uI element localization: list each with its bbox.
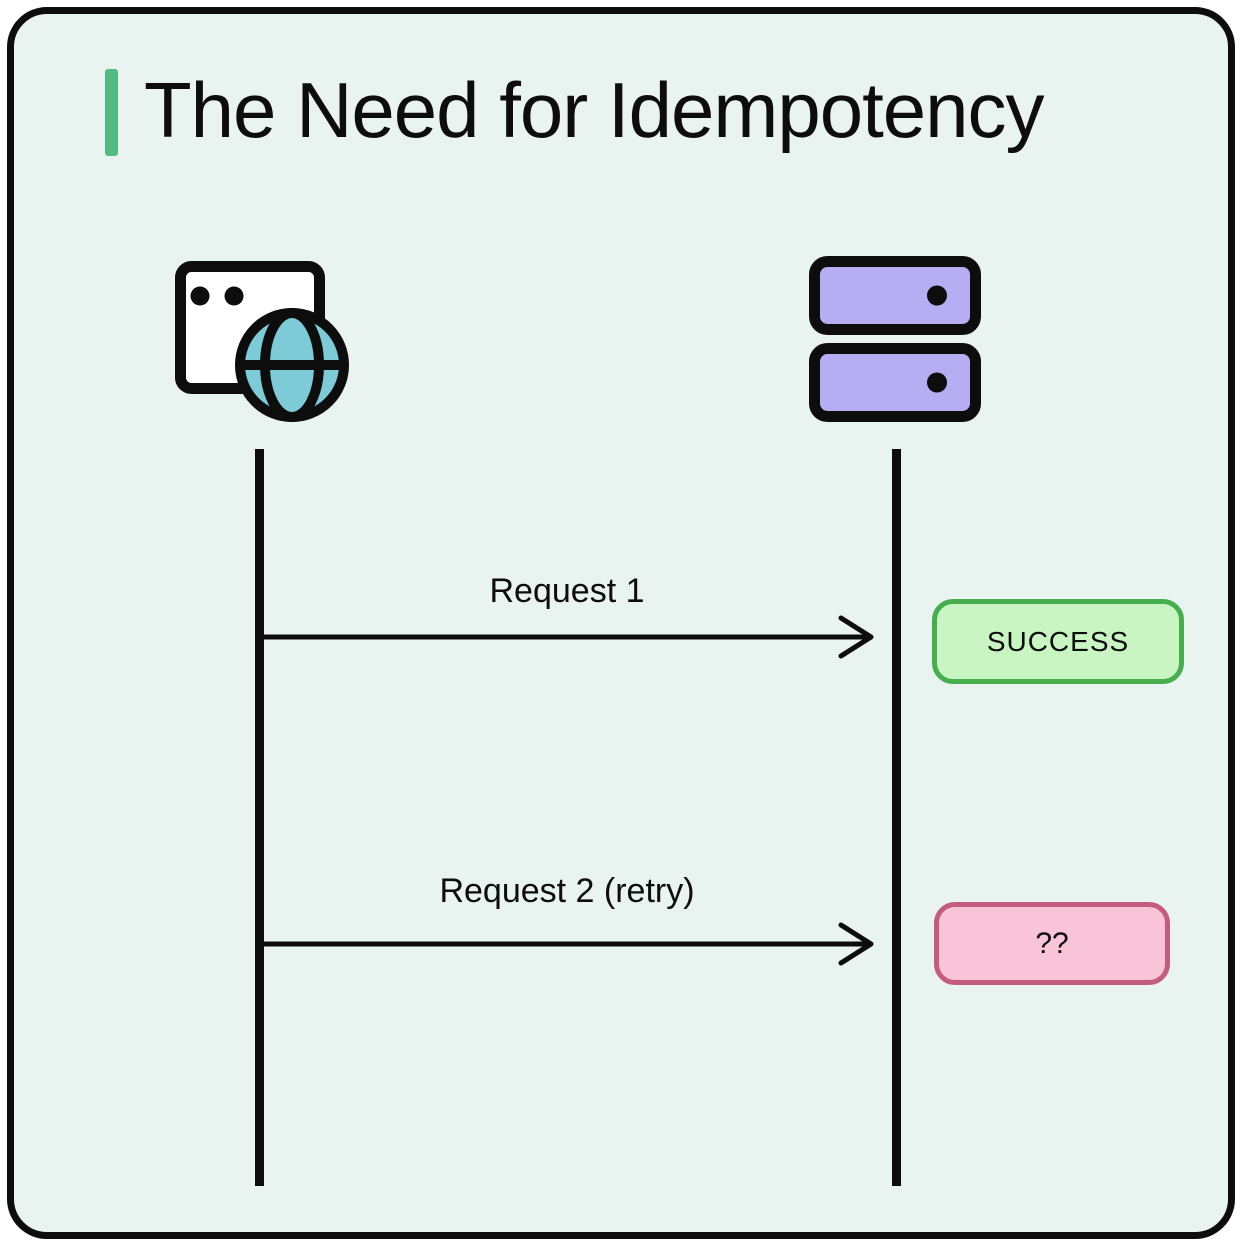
request-1-arrow xyxy=(259,615,874,659)
client-lifeline xyxy=(255,449,264,1186)
request-2-label: Request 2 (retry) xyxy=(439,872,695,910)
server-stack-icon xyxy=(809,256,981,422)
server-lifeline xyxy=(892,449,901,1186)
page-title: The Need for Idempotency xyxy=(144,66,1045,154)
success-badge: SUCCESS xyxy=(932,599,1184,684)
diagram-panel: The Need for Idempotency Request 1 SUCCE… xyxy=(7,7,1235,1239)
unknown-result-badge: ?? xyxy=(934,902,1170,985)
success-badge-label: SUCCESS xyxy=(986,625,1130,657)
unknown-result-badge-label: ?? xyxy=(1035,926,1069,960)
title-accent-bar xyxy=(105,69,118,156)
request-2-arrow xyxy=(259,922,874,966)
browser-globe-icon xyxy=(175,261,349,422)
request-1-label: Request 1 xyxy=(489,572,645,610)
